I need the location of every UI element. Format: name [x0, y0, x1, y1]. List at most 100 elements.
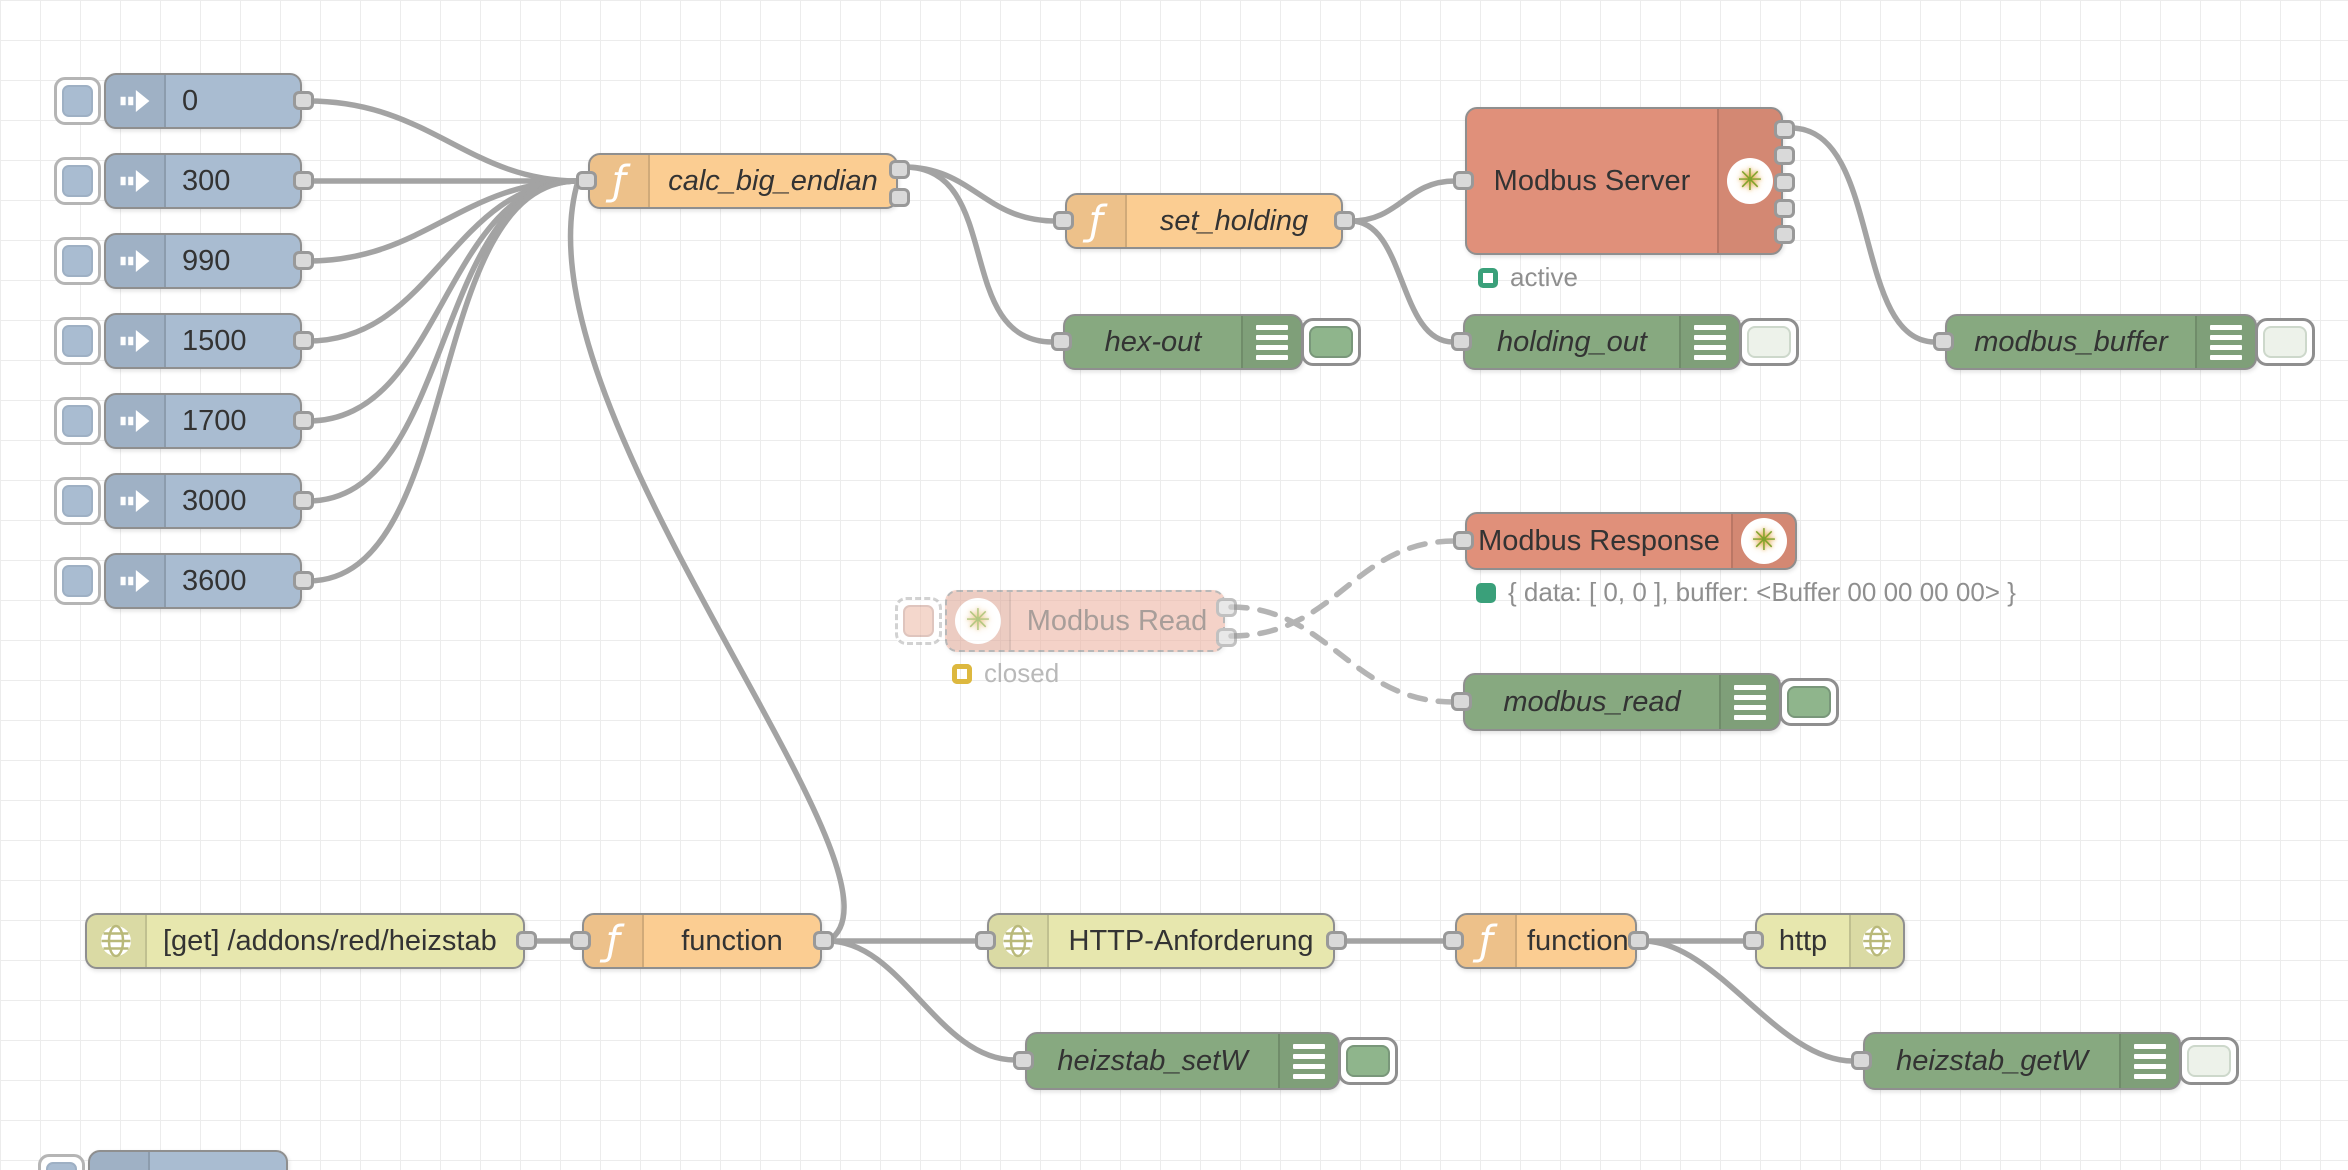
node-label: HTTP-Anforderung: [1068, 924, 1314, 957]
wire-function1-calc[interactable]: [567, 178, 847, 944]
wire-function2-getw[interactable]: [1640, 938, 1856, 1064]
function-icon: ƒ: [1457, 915, 1517, 967]
input-port[interactable]: [1053, 211, 1074, 230]
node-inject-990[interactable]: 990: [54, 233, 314, 289]
output-port[interactable]: [1326, 931, 1347, 950]
inject-arrow-icon: [106, 155, 166, 207]
inject-button[interactable]: [54, 557, 101, 605]
output-port[interactable]: [293, 491, 314, 510]
output-port-4[interactable]: [1774, 199, 1795, 218]
output-port-2[interactable]: [889, 188, 910, 207]
inject-button[interactable]: [54, 237, 101, 285]
node-hex-out[interactable]: hex-out: [1051, 314, 1361, 370]
output-port[interactable]: [293, 331, 314, 350]
wire-setholding-server[interactable]: [1348, 178, 1458, 224]
node-modbus-response[interactable]: Modbus Response ✳: [1453, 512, 1797, 570]
modbus-read-button[interactable]: [895, 597, 942, 645]
debug-list-icon: [1719, 675, 1779, 729]
output-port[interactable]: [1334, 211, 1355, 230]
output-port[interactable]: [293, 571, 314, 590]
output-port[interactable]: [293, 411, 314, 430]
output-port[interactable]: [516, 931, 537, 950]
input-port[interactable]: [1051, 332, 1072, 351]
input-port[interactable]: [1451, 692, 1472, 711]
wire-server-modbusbuffer[interactable]: [1788, 125, 1938, 345]
wire-calc-setholding[interactable]: [901, 164, 1058, 224]
function-icon: ƒ: [1067, 195, 1127, 247]
node-function-1[interactable]: ƒ function: [570, 913, 834, 969]
node-label: [get] /addons/red/heizstab: [163, 924, 497, 957]
node-http-in[interactable]: [get] /addons/red/heizstab: [85, 913, 537, 969]
debug-toggle-button[interactable]: [2179, 1037, 2239, 1085]
output-port-3[interactable]: [1774, 173, 1795, 192]
node-inject-partial[interactable]: [38, 1150, 288, 1170]
wire-inject0-calc[interactable]: [305, 98, 581, 184]
node-heizstab-setw[interactable]: heizstab_setW: [1013, 1032, 1398, 1090]
inject-button[interactable]: [54, 397, 101, 445]
wire-inject3000-calc[interactable]: [305, 178, 581, 504]
wire-inject1500-calc[interactable]: [305, 178, 581, 344]
node-modbus-read[interactable]: ✳ Modbus Read: [895, 590, 1237, 652]
inject-arrow-icon: [106, 75, 166, 127]
input-port[interactable]: [1451, 332, 1472, 351]
node-holding-out[interactable]: holding_out: [1451, 314, 1799, 370]
input-port[interactable]: [1453, 171, 1474, 190]
inject-button[interactable]: [54, 77, 101, 125]
debug-toggle-button[interactable]: [1739, 318, 1799, 366]
inject-button[interactable]: [38, 1154, 85, 1170]
input-port[interactable]: [975, 931, 996, 950]
node-calc-big-endian[interactable]: ƒ calc_big_endian: [576, 153, 910, 209]
output-port-1[interactable]: [1216, 598, 1237, 617]
wire-function1-setw[interactable]: [825, 938, 1018, 1063]
output-port[interactable]: [293, 171, 314, 190]
output-port-1[interactable]: [1774, 120, 1795, 139]
wire-inject3600-calc[interactable]: [305, 178, 581, 584]
node-inject-1500[interactable]: 1500: [54, 313, 314, 369]
node-modbus-read-debug[interactable]: modbus_read: [1451, 673, 1839, 731]
node-http-request[interactable]: HTTP-Anforderung: [975, 913, 1347, 969]
input-port[interactable]: [1443, 931, 1464, 950]
modbus-icon: ✳: [1717, 109, 1781, 253]
input-port[interactable]: [576, 171, 597, 190]
input-port[interactable]: [1933, 332, 1954, 351]
output-port[interactable]: [813, 931, 834, 950]
debug-toggle-button[interactable]: [1779, 678, 1839, 726]
wire-modbusread-debug[interactable]: [1228, 604, 1456, 705]
output-port-1[interactable]: [889, 160, 910, 179]
inject-button[interactable]: [54, 317, 101, 365]
output-port-2[interactable]: [1216, 628, 1237, 647]
input-port[interactable]: [1453, 531, 1474, 550]
output-port[interactable]: [1628, 931, 1649, 950]
node-function-2[interactable]: ƒ function: [1443, 913, 1649, 969]
node-modbus-buffer[interactable]: modbus_buffer: [1933, 314, 2315, 370]
node-inject-300[interactable]: 300: [54, 153, 314, 209]
node-label: Modbus Server: [1493, 164, 1691, 197]
input-port[interactable]: [570, 931, 591, 950]
input-port[interactable]: [1743, 931, 1764, 950]
node-inject-3000[interactable]: 3000: [54, 473, 314, 529]
node-inject-0[interactable]: 0: [54, 73, 314, 129]
node-inject-3600[interactable]: 3600: [54, 553, 314, 609]
node-set-holding[interactable]: ƒ set_holding: [1053, 193, 1355, 249]
wire-modbusread-response[interactable]: [1228, 538, 1458, 639]
inject-button[interactable]: [54, 157, 101, 205]
wire-setholding-holdingout[interactable]: [1348, 218, 1456, 345]
node-inject-1700[interactable]: 1700: [54, 393, 314, 449]
output-port[interactable]: [293, 251, 314, 270]
input-port[interactable]: [1851, 1051, 1872, 1070]
debug-toggle-button[interactable]: [2255, 318, 2315, 366]
inject-button[interactable]: [54, 477, 101, 525]
node-heizstab-getw[interactable]: heizstab_getW: [1851, 1032, 2239, 1090]
input-port[interactable]: [1013, 1051, 1034, 1070]
output-port[interactable]: [293, 91, 314, 110]
output-port-2[interactable]: [1774, 146, 1795, 165]
debug-toggle-button[interactable]: [1301, 318, 1361, 366]
wire-calc-hexout[interactable]: [901, 164, 1056, 345]
output-port-5[interactable]: [1774, 225, 1795, 244]
node-modbus-server[interactable]: Modbus Server ✳: [1453, 107, 1795, 255]
debug-toggle-button[interactable]: [1338, 1037, 1398, 1085]
node-label: modbus_buffer: [1974, 325, 2168, 358]
node-http-response[interactable]: http: [1743, 913, 1905, 969]
node-label: calc_big_endian: [668, 164, 878, 197]
